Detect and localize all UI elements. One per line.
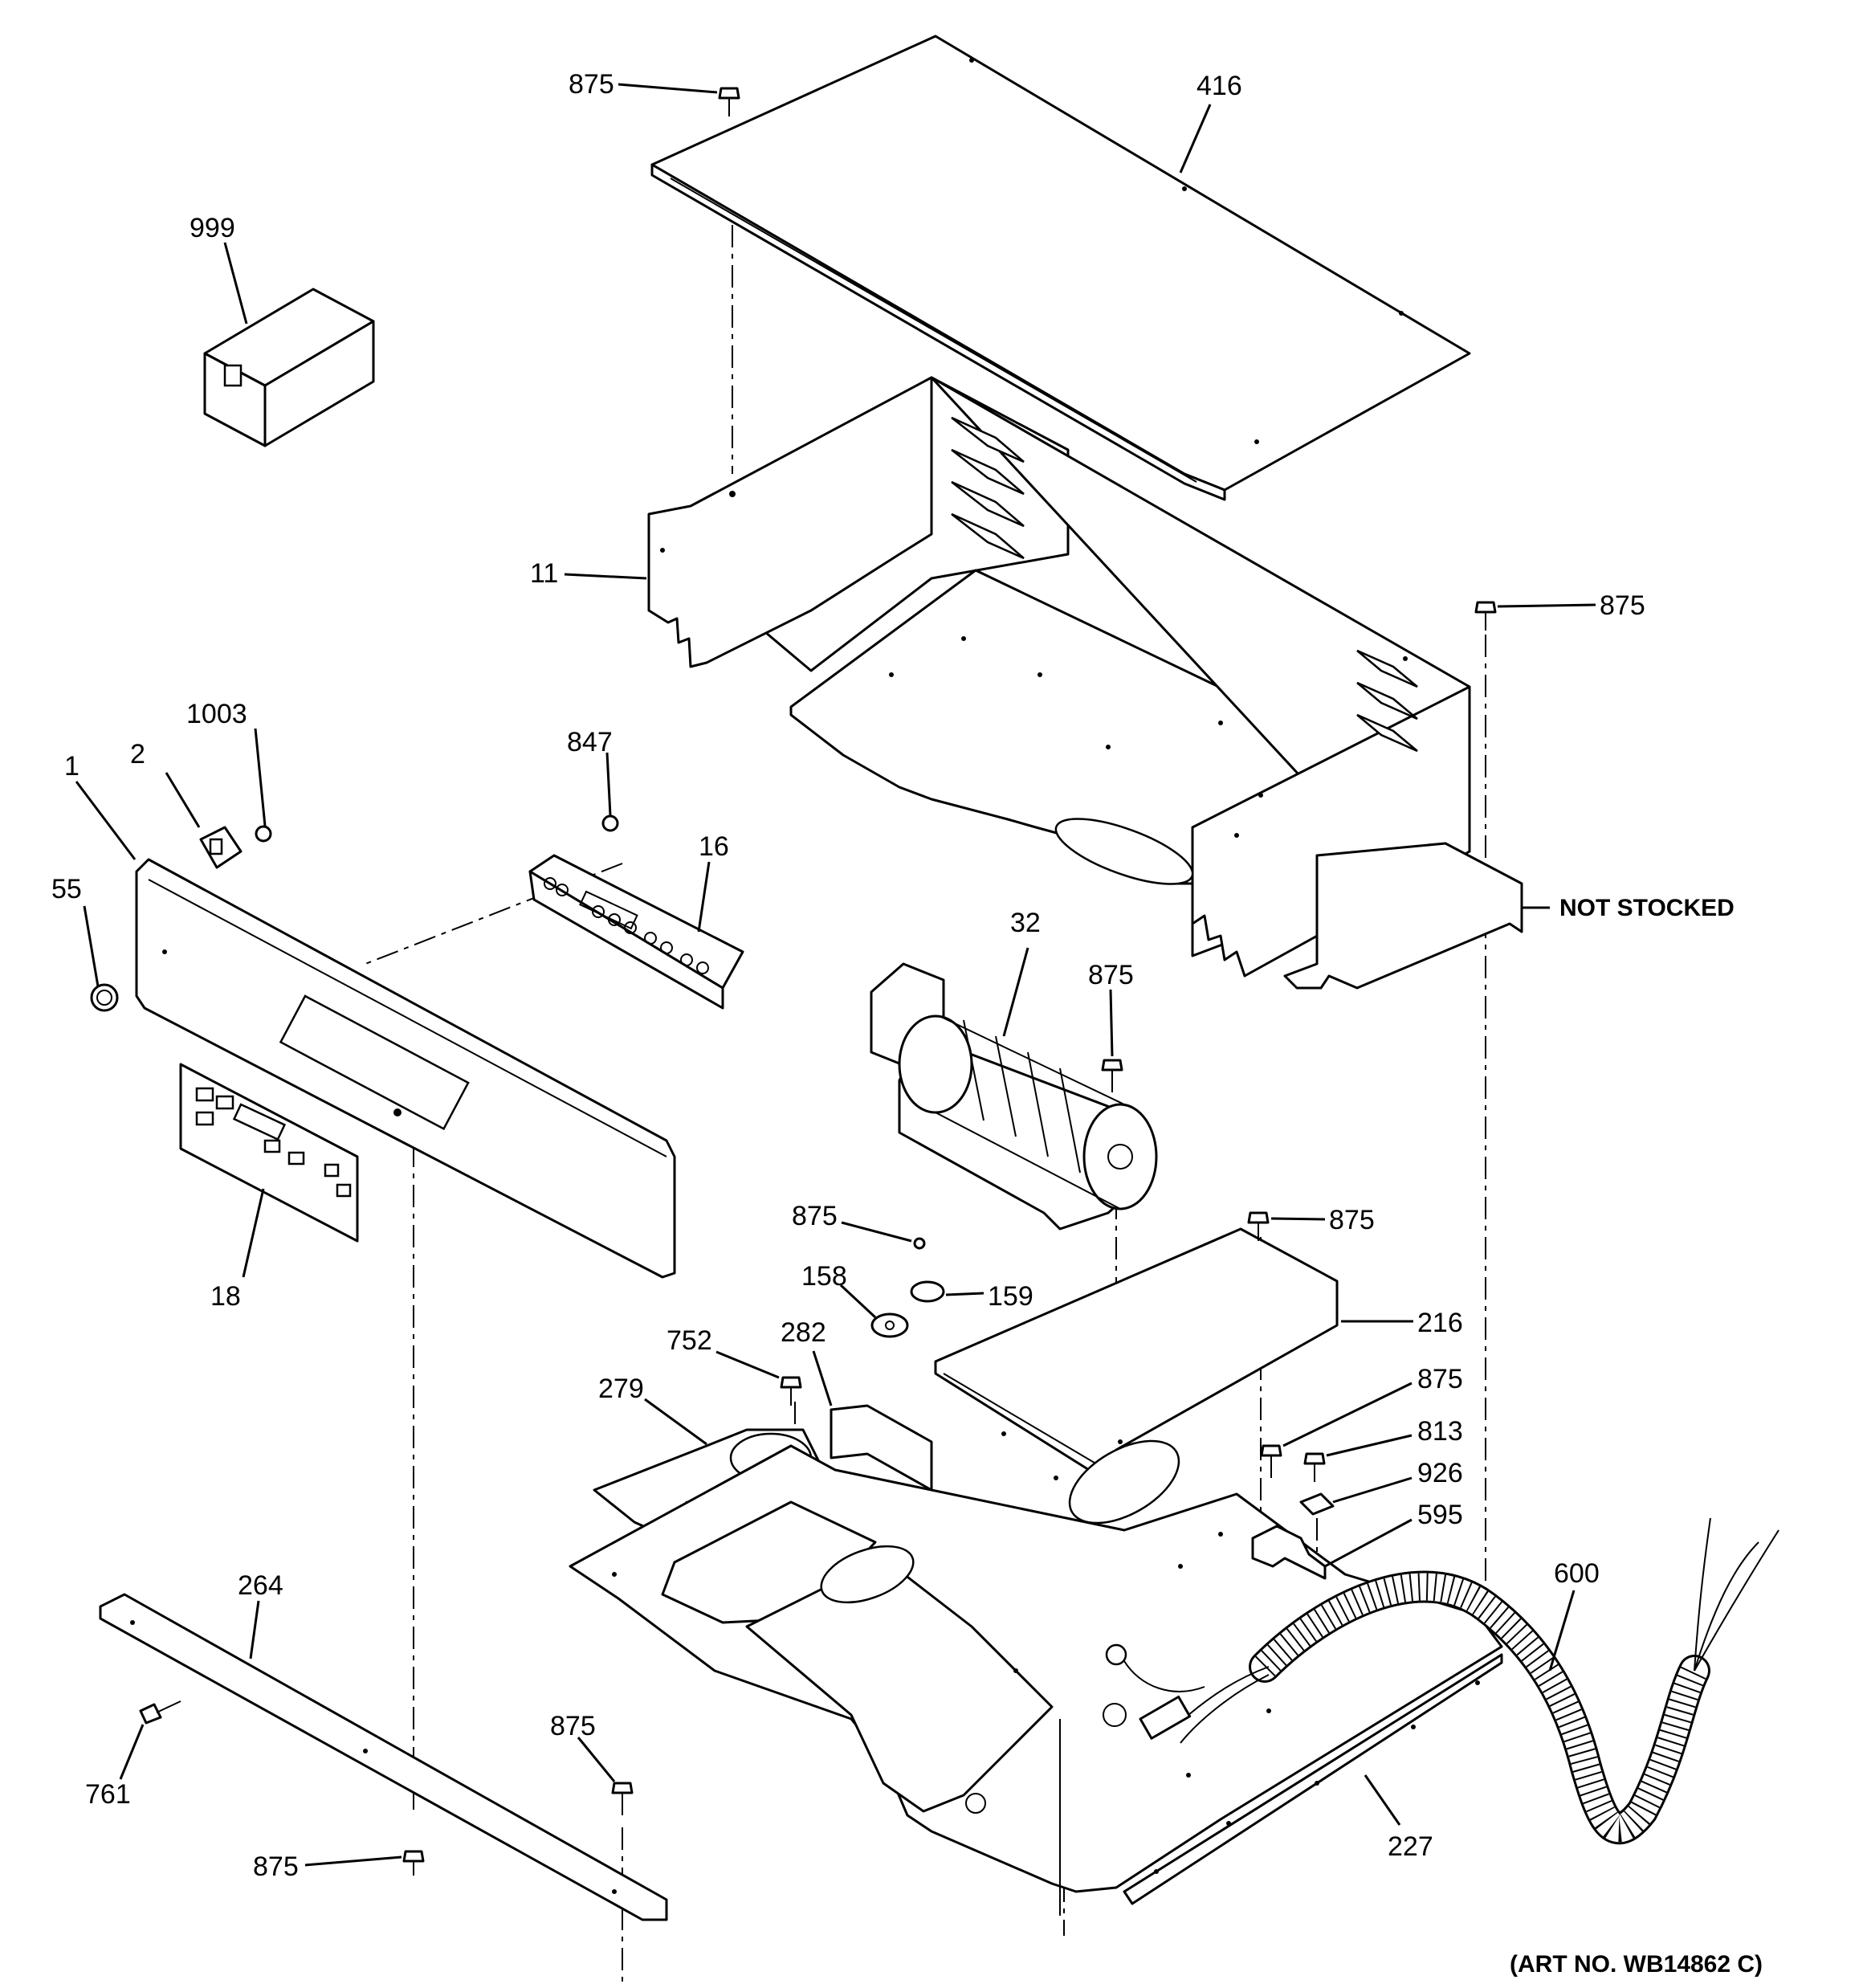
label-875-top: 875 (569, 69, 614, 100)
nut-926 (1299, 1492, 1335, 1516)
screw-875-fan (1101, 1059, 1123, 1092)
clamp-595 (1251, 1525, 1327, 1580)
trim-bracket-264 (99, 1593, 668, 1921)
board-buttons (544, 877, 709, 974)
label-926: 926 (1417, 1458, 1463, 1488)
base-plate-227 (569, 1431, 1503, 1916)
thermostat-158 (870, 1312, 909, 1338)
knob-55 (90, 983, 119, 1012)
fan-blades (963, 1019, 1081, 1174)
switch-2 (199, 826, 243, 869)
thermostat-159 (910, 1280, 945, 1303)
label-32: 32 (1010, 908, 1041, 938)
screw-847 (601, 814, 619, 832)
top-cover-416 (650, 35, 1471, 501)
screw-761 (139, 1700, 181, 1725)
label-227: 227 (1388, 1831, 1433, 1862)
label-159: 159 (988, 1281, 1033, 1312)
label-16: 16 (699, 831, 729, 862)
label-264: 264 (238, 1570, 283, 1601)
art-number: (ART NO. WB14862 C) (1510, 1951, 1763, 1978)
screw-813 (1303, 1452, 1326, 1482)
parts-box-999 (203, 288, 375, 447)
label-279: 279 (598, 1374, 644, 1404)
label-595: 595 (1417, 1500, 1463, 1530)
label-875-clamp: 875 (1417, 1364, 1463, 1394)
enclosure-box-11 (647, 376, 1523, 990)
control-board-16 (528, 854, 744, 1010)
screw-875-clamp (1260, 1444, 1282, 1478)
label-2: 2 (130, 739, 145, 769)
label-761: 761 (85, 1779, 131, 1810)
louvers (951, 416, 1418, 753)
label-875-fan: 875 (1088, 960, 1134, 990)
part-labels: 875 416 999 11 875 1003 2 847 1 16 55 32… (51, 69, 1763, 1978)
label-18: 18 (210, 1281, 241, 1312)
screw-875-cover (1247, 1211, 1270, 1241)
label-216: 216 (1417, 1308, 1463, 1338)
base-holes (612, 1431, 1480, 1874)
label-847: 847 (567, 727, 613, 757)
screws (139, 87, 1497, 1876)
label-875-right: 875 (1600, 590, 1645, 621)
screw-875-front (611, 1782, 634, 1815)
power-cord-conduit-600 (1105, 1517, 1779, 1845)
label-1: 1 (64, 751, 79, 782)
not-stocked-note: NOT STOCKED (1559, 895, 1735, 921)
label-875-therm: 875 (792, 1201, 838, 1231)
screw-875-top (718, 87, 740, 116)
label-999: 999 (190, 213, 235, 243)
screw-1003 (255, 825, 272, 843)
label-875-bottom: 875 (253, 1851, 299, 1882)
screw-752 (780, 1376, 802, 1406)
label-11: 11 (530, 558, 558, 589)
screw-875-right (1474, 601, 1497, 631)
screw-875-therm (913, 1237, 926, 1250)
screw-875-bottom (402, 1850, 425, 1876)
label-1003: 1003 (186, 699, 247, 729)
blower-fan-32 (870, 962, 1158, 1231)
label-55: 55 (51, 874, 82, 904)
label-416: 416 (1196, 71, 1242, 101)
label-600: 600 (1554, 1558, 1600, 1589)
control-panel-1 (135, 858, 676, 1279)
label-282: 282 (781, 1317, 826, 1348)
label-875-cover: 875 (1329, 1205, 1375, 1235)
label-752: 752 (667, 1325, 712, 1356)
overlay-18 (179, 1063, 359, 1243)
label-813: 813 (1417, 1416, 1463, 1447)
leader-lines (75, 83, 1596, 1867)
label-158: 158 (801, 1261, 847, 1292)
label-875-front: 875 (550, 1711, 596, 1741)
